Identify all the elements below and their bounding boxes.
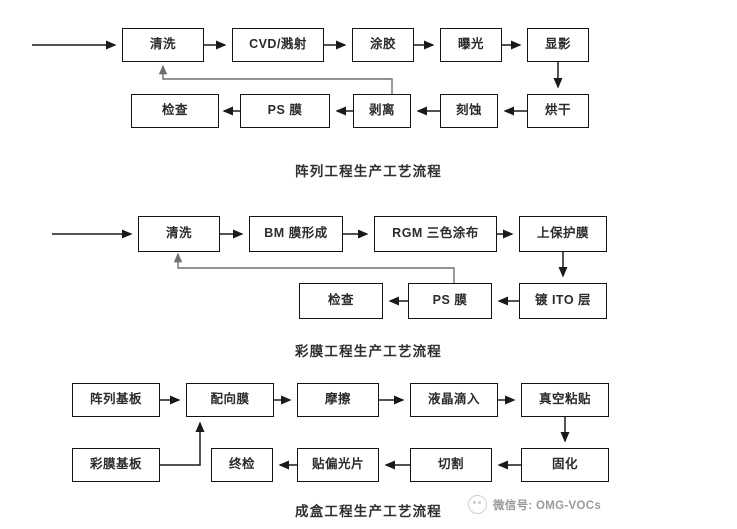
node-array-cvd[interactable]: CVD/溅射 [232,28,324,62]
node-array-jiancha[interactable]: 检查 [131,94,219,128]
node-cf-ito-layer[interactable]: 镀 ITO 层 [519,283,607,319]
node-cell-curing[interactable]: 固化 [521,448,609,482]
caption-cell-process: 成盒工程生产工艺流程 [295,504,442,519]
node-cf-bm-film[interactable]: BM 膜形成 [249,216,343,252]
node-array-qingxi[interactable]: 清洗 [122,28,204,62]
node-array-baoguang[interactable]: 曝光 [440,28,502,62]
node-cf-psmo[interactable]: PS 膜 [408,283,492,319]
node-cf-protective-film[interactable]: 上保护膜 [519,216,607,252]
node-cell-array-substrate[interactable]: 阵列基板 [72,383,160,417]
node-array-tujiao[interactable]: 涂胶 [352,28,414,62]
node-array-psmo[interactable]: PS 膜 [240,94,330,128]
node-cf-rgm-coating[interactable]: RGM 三色涂布 [374,216,497,252]
node-array-xianying[interactable]: 显影 [527,28,589,62]
node-cell-lc-dropping[interactable]: 液晶滴入 [410,383,498,417]
node-array-boli[interactable]: 剥离 [353,94,411,128]
node-cell-final-inspect[interactable]: 终检 [211,448,273,482]
node-cell-cf-substrate[interactable]: 彩膜基板 [72,448,160,482]
node-cf-jiancha[interactable]: 检查 [299,283,383,319]
node-array-hongan[interactable]: 烘干 [527,94,589,128]
watermark: 微信号: OMG-VOCs [468,495,601,514]
node-cell-cutting[interactable]: 切割 [410,448,492,482]
watermark-text: 微信号: OMG-VOCs [493,499,602,512]
node-cell-vacuum-bonding[interactable]: 真空粘贴 [521,383,609,417]
caption-colorfilter-process: 彩膜工程生产工艺流程 [295,344,442,359]
caption-array-process: 阵列工程生产工艺流程 [295,164,442,179]
node-cell-polarizer[interactable]: 贴偏光片 [297,448,379,482]
node-cell-rubbing[interactable]: 摩擦 [297,383,379,417]
node-array-keshi[interactable]: 刻蚀 [440,94,498,128]
node-cf-qingxi[interactable]: 清洗 [138,216,220,252]
node-cell-alignment-film[interactable]: 配向膜 [186,383,274,417]
wechat-circle-logo-icon [468,495,487,514]
